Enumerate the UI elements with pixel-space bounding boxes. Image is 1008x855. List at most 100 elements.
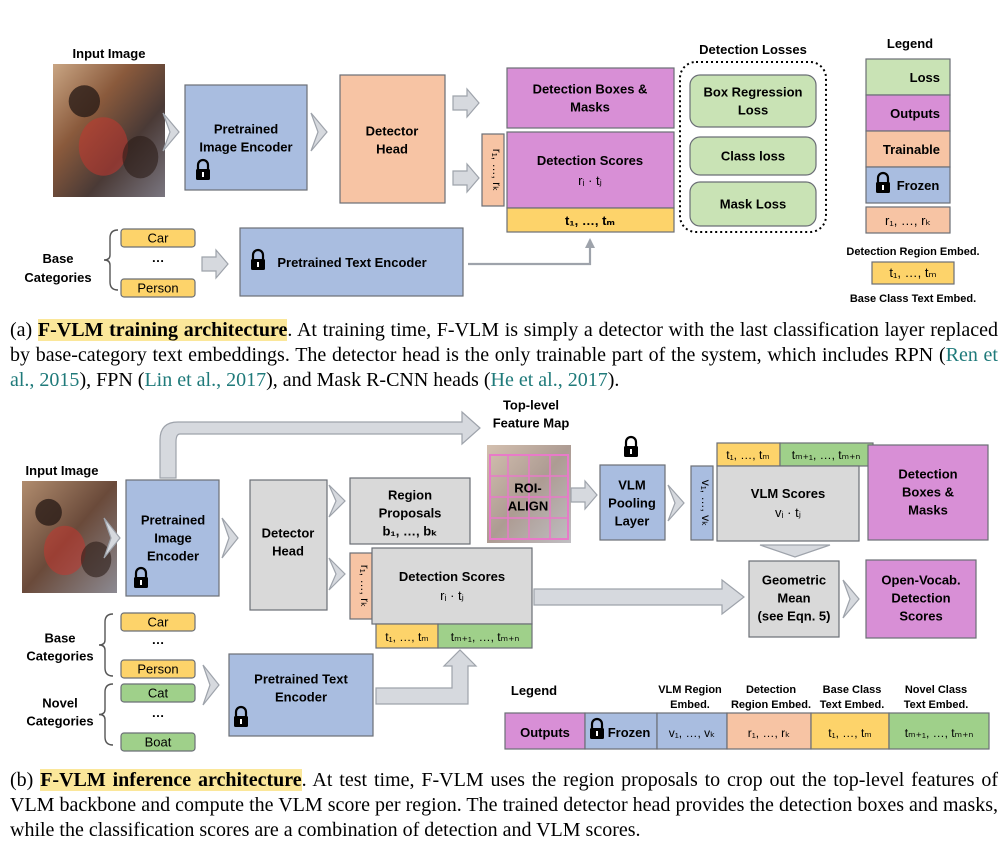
loss-box — [689, 181, 817, 227]
text-embed-a — [506, 207, 675, 233]
legend-region-embed-label: r₁, …, rₖ — [885, 213, 931, 228]
input-photo-b-figure — [35, 498, 62, 526]
category-ellipsis: … — [152, 250, 165, 265]
legend-b-item — [888, 712, 990, 750]
caption-a-text: ), FPN ( — [79, 369, 145, 391]
vlm-scores — [716, 465, 860, 542]
legend-region-embed — [865, 206, 951, 234]
region-proposals-label: Proposals — [379, 506, 442, 521]
vlm-embed-label: v₁, …, vₖ — [699, 480, 713, 527]
caption-a-text: . At training time, F-VLM is simply a de… — [10, 319, 998, 366]
top-level-arrow — [159, 410, 481, 479]
loss-box — [689, 74, 817, 128]
text-encoder-a — [239, 227, 464, 297]
category-pill — [120, 659, 196, 679]
input-photo-b-figure — [80, 541, 112, 578]
caption-a-lead: (a) — [10, 319, 38, 341]
image-encoder-a-label: Pretrained — [214, 122, 278, 137]
geometric-mean-label: Geometric — [762, 573, 826, 588]
image-encoder-b-label: Pretrained — [141, 513, 205, 528]
legend-b-item-label: r₁, …, rₖ — [748, 726, 791, 740]
category-ellipsis: … — [152, 705, 165, 720]
loss-box-label: Box Regression — [704, 85, 803, 100]
input-photo-b-figure — [43, 525, 86, 576]
legend-header: Embed. — [670, 699, 710, 711]
base-categories-label-a: Categories — [24, 270, 91, 285]
flow-arrow — [533, 578, 745, 616]
base-categories-label-a: Base — [42, 251, 73, 266]
legend-b-item — [656, 712, 728, 750]
brace — [98, 613, 114, 677]
flow-arrow — [570, 480, 598, 510]
category-pill — [120, 732, 196, 752]
flow-arrow — [201, 249, 229, 279]
legend-text-caption: Base Class Text Embed. — [850, 293, 976, 305]
legend-item — [865, 94, 951, 132]
legend-item-label: Trainable — [883, 142, 940, 157]
flow-arrow — [452, 163, 480, 193]
connector — [468, 238, 595, 266]
novel-text-embed-b2-label: tₘ₊₁, …, tₘ₊ₙ — [792, 448, 861, 462]
text-encoder-b-label: Pretrained Text — [254, 672, 348, 687]
loss-box — [689, 136, 817, 176]
flow-arrow-down — [759, 544, 831, 558]
detector-head-a-label: Detector — [366, 124, 419, 139]
losses-group — [679, 61, 827, 233]
brace — [103, 229, 119, 291]
caption-b-text: . At test time, F-VLM uses the region pr… — [10, 769, 999, 841]
input-photo-a-figure — [122, 135, 159, 179]
image-encoder-b-label: Encoder — [147, 549, 199, 564]
detection-boxes-a-label: Masks — [570, 100, 610, 115]
region-proposals-label: Region — [388, 488, 432, 503]
detector-head-b-label: Head — [272, 544, 304, 559]
flow-arrow — [452, 88, 480, 118]
category-pill-label: Cat — [148, 686, 169, 701]
category-pill-label: Car — [148, 231, 170, 246]
citation-link[interactable]: He et al., 2017 — [490, 369, 608, 391]
category-pill — [120, 278, 196, 298]
category-pill-label: Person — [137, 281, 178, 296]
detector-head-a — [339, 74, 446, 204]
geometric-mean-label: Mean — [777, 591, 810, 606]
loss-box-label: Mask Loss — [720, 197, 786, 212]
top-level-label: Feature Map — [493, 416, 570, 431]
base-text-embed-b2-label: t₁, …, tₘ — [726, 448, 770, 462]
open-vocab-scores-label: Scores — [899, 609, 942, 624]
text-encoder-b — [228, 653, 374, 737]
legend-b-item-label: tₘ₊₁, …, tₘ₊ₙ — [905, 726, 974, 740]
vlm-pooling-label: Pooling — [608, 496, 656, 511]
roi-align-label: ROI- — [514, 481, 541, 496]
category-pill-label: Car — [148, 615, 170, 630]
vlm-pooling — [599, 464, 666, 541]
citation-link[interactable]: Ren et al., 2015 — [10, 344, 998, 391]
base-text-embed-b — [375, 623, 439, 649]
flow-chevron — [328, 557, 346, 591]
legend-item-label: Outputs — [890, 106, 940, 121]
legend-header: Detection — [746, 684, 796, 696]
vlm-embed — [690, 465, 714, 541]
novel-categories-label: Novel — [42, 696, 77, 711]
vlm-scores-formula: vᵢ · tⱼ — [775, 505, 801, 520]
region-embed-a — [481, 133, 505, 207]
legend-title-a: Legend — [887, 36, 933, 51]
detection-boxes-a-label: Detection Boxes & — [533, 82, 648, 97]
legend-b-item-label: Frozen — [608, 725, 651, 740]
vlm-scores-label: VLM Scores — [751, 486, 825, 501]
input-image-label-b: Input Image — [26, 463, 99, 478]
category-ellipsis: … — [152, 632, 165, 647]
text-encoder-a-label: Pretrained Text Encoder — [277, 255, 426, 270]
legend-item — [865, 58, 951, 96]
legend-header: Novel Class — [905, 684, 967, 696]
detection-scores-b-formula: rᵢ · tⱼ — [440, 588, 464, 603]
vlm-pooling-label: Layer — [615, 514, 650, 529]
image-encoder-a-label: Image Encoder — [199, 140, 292, 155]
legend-b-item — [726, 712, 812, 750]
text-encoder-b-label: Encoder — [275, 690, 327, 705]
brace — [98, 683, 114, 746]
citation-link[interactable]: Lin et al., 2017 — [144, 369, 267, 391]
losses-title: Detection Losses — [699, 42, 807, 57]
roi-box — [489, 454, 569, 540]
region-embed-a-label: r₁, …, rₖ — [490, 149, 504, 192]
geometric-mean — [748, 560, 840, 638]
